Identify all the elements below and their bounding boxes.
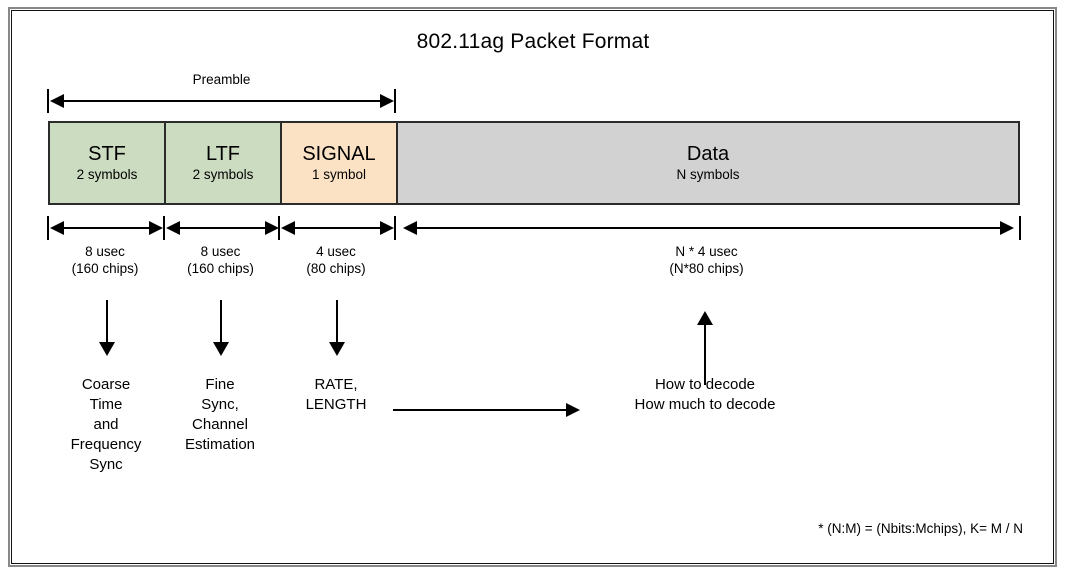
- callout-line-signal: [336, 300, 338, 344]
- callout-line-data: [704, 325, 706, 385]
- signal-to-data-arrowhead: [566, 403, 580, 417]
- callout-arrowhead-stf: [99, 342, 115, 356]
- description-ltf-line-1: Sync,: [201, 395, 239, 413]
- timing-arrowhead-ltf-right: [265, 221, 279, 235]
- packet-block-stf-sub: 2 symbols: [76, 166, 138, 182]
- packet-block-ltf-name: LTF: [205, 142, 241, 165]
- packet-block-stf[interactable]: STF 2 symbols: [48, 121, 165, 205]
- description-ltf-line-3: Estimation: [184, 435, 256, 453]
- packet-block-row: STF 2 symbols LTF 2 symbols SIGNAL 1 sym…: [48, 121, 1020, 205]
- timing-line-data: [411, 227, 1006, 229]
- packet-block-ltf-sub: 2 symbols: [192, 166, 254, 182]
- preamble-label: Preamble: [192, 72, 251, 87]
- description-stf-line-4: Sync: [89, 455, 123, 473]
- preamble-arrowhead-right: [380, 94, 394, 108]
- figure-title: 802.11ag Packet Format: [416, 30, 650, 53]
- timing-label-ltf-chips: (160 chips): [187, 261, 254, 277]
- packet-block-data[interactable]: Data N symbols: [397, 121, 1020, 205]
- description-signal: RATE, LENGTH: [277, 375, 395, 415]
- preamble-tick-left: [47, 89, 49, 113]
- packet-block-ltf[interactable]: LTF 2 symbols: [165, 121, 281, 205]
- description-ltf-line-2: Channel: [192, 415, 248, 433]
- timing-label-signal: 4 usec (80 chips): [278, 243, 394, 278]
- description-stf-line-1: Time: [89, 395, 123, 413]
- description-stf-line-2: and: [93, 415, 119, 433]
- description-signal-line-1: LENGTH: [305, 395, 367, 413]
- timing-label-signal-duration: 4 usec: [316, 244, 356, 259]
- packet-block-signal[interactable]: SIGNAL 1 symbol: [281, 121, 397, 205]
- packet-block-signal-sub: 1 symbol: [311, 166, 367, 182]
- timing-label-signal-chips: (80 chips): [306, 261, 366, 277]
- timing-arrowhead-ltf-left: [166, 221, 180, 235]
- figure-footnote: * (N:M) = (Nbits:Mchips), K= M / N: [818, 521, 1023, 536]
- callout-arrowhead-data: [697, 311, 713, 325]
- timing-line-signal: [289, 227, 388, 229]
- packet-block-data-name: Data: [686, 142, 730, 165]
- callout-arrowhead-ltf: [213, 342, 229, 356]
- description-stf-line-0: Coarse: [81, 376, 131, 393]
- figure-inner-frame: [11, 10, 1054, 564]
- timing-tick-2: [278, 216, 280, 240]
- timing-label-data-duration: N * 4 usec: [675, 244, 738, 259]
- timing-label-data: N * 4 usec (N*80 chips): [394, 243, 1019, 278]
- preamble-span-line: [58, 100, 388, 102]
- timing-arrowhead-stf-right: [149, 221, 163, 235]
- description-data-line-0: How to decode: [654, 376, 756, 393]
- timing-line-ltf: [174, 227, 273, 229]
- packet-block-signal-name: SIGNAL: [302, 142, 376, 165]
- timing-tick-3: [394, 216, 396, 240]
- timing-tick-4: [1019, 216, 1021, 240]
- preamble-arrowhead-left: [50, 94, 64, 108]
- timing-arrowhead-data-left: [403, 221, 417, 235]
- signal-to-data-line: [393, 409, 568, 411]
- description-ltf: Fine Sync, Channel Estimation: [161, 375, 279, 455]
- timing-label-stf: 8 usec (160 chips): [47, 243, 163, 278]
- callout-line-stf: [106, 300, 108, 344]
- description-stf: Coarse Time and Frequency Sync: [47, 375, 165, 475]
- timing-arrowhead-signal-left: [281, 221, 295, 235]
- timing-tick-0: [47, 216, 49, 240]
- description-data-line-1: How much to decode: [634, 395, 776, 413]
- preamble-tick-right: [394, 89, 396, 113]
- timing-label-stf-duration: 8 usec: [85, 244, 125, 259]
- timing-arrowhead-stf-left: [50, 221, 64, 235]
- description-ltf-line-0: Fine: [205, 376, 235, 393]
- callout-line-ltf: [220, 300, 222, 344]
- packet-block-data-sub: N symbols: [676, 166, 740, 182]
- description-stf-line-3: Frequency: [70, 435, 142, 453]
- timing-label-data-chips: (N*80 chips): [669, 261, 744, 277]
- timing-line-stf: [58, 227, 157, 229]
- packet-block-stf-name: STF: [88, 142, 126, 165]
- timing-tick-1: [163, 216, 165, 240]
- description-signal-line-0: RATE,: [314, 376, 358, 393]
- callout-arrowhead-signal: [329, 342, 345, 356]
- timing-label-ltf: 8 usec (160 chips): [163, 243, 278, 278]
- timing-arrowhead-signal-right: [380, 221, 394, 235]
- timing-label-ltf-duration: 8 usec: [200, 244, 241, 259]
- timing-label-stf-chips: (160 chips): [71, 261, 139, 277]
- description-data: How to decode How much to decode: [585, 375, 825, 415]
- timing-arrowhead-data-right: [1000, 221, 1014, 235]
